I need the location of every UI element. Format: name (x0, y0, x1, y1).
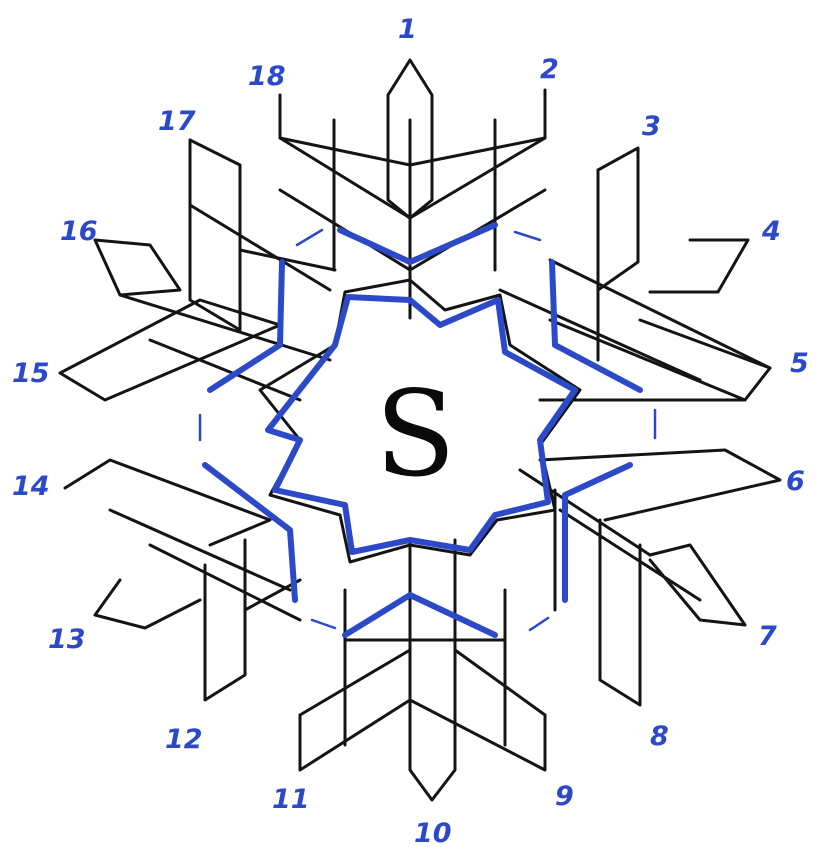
point-label-1: 1 (398, 14, 417, 45)
point-label-17: 17 (158, 106, 196, 137)
point-label-7: 7 (758, 621, 777, 652)
point-label-5: 5 (790, 348, 809, 379)
point-label-13: 13 (48, 624, 86, 655)
point-label-11: 11 (272, 784, 310, 815)
point-label-4: 4 (761, 216, 781, 247)
point-label-6: 6 (786, 466, 805, 497)
point-label-18: 18 (248, 61, 286, 92)
center-letter: S (375, 365, 456, 503)
point-label-12: 12 (165, 724, 203, 755)
point-label-15: 15 (12, 358, 50, 389)
point-label-10: 10 (414, 818, 452, 847)
point-label-14: 14 (12, 471, 50, 502)
point-label-9: 9 (555, 781, 574, 812)
point-label-8: 8 (650, 721, 669, 752)
point-label-16: 16 (60, 216, 98, 247)
point-label-3: 3 (642, 111, 661, 142)
point-label-2: 2 (540, 54, 559, 85)
